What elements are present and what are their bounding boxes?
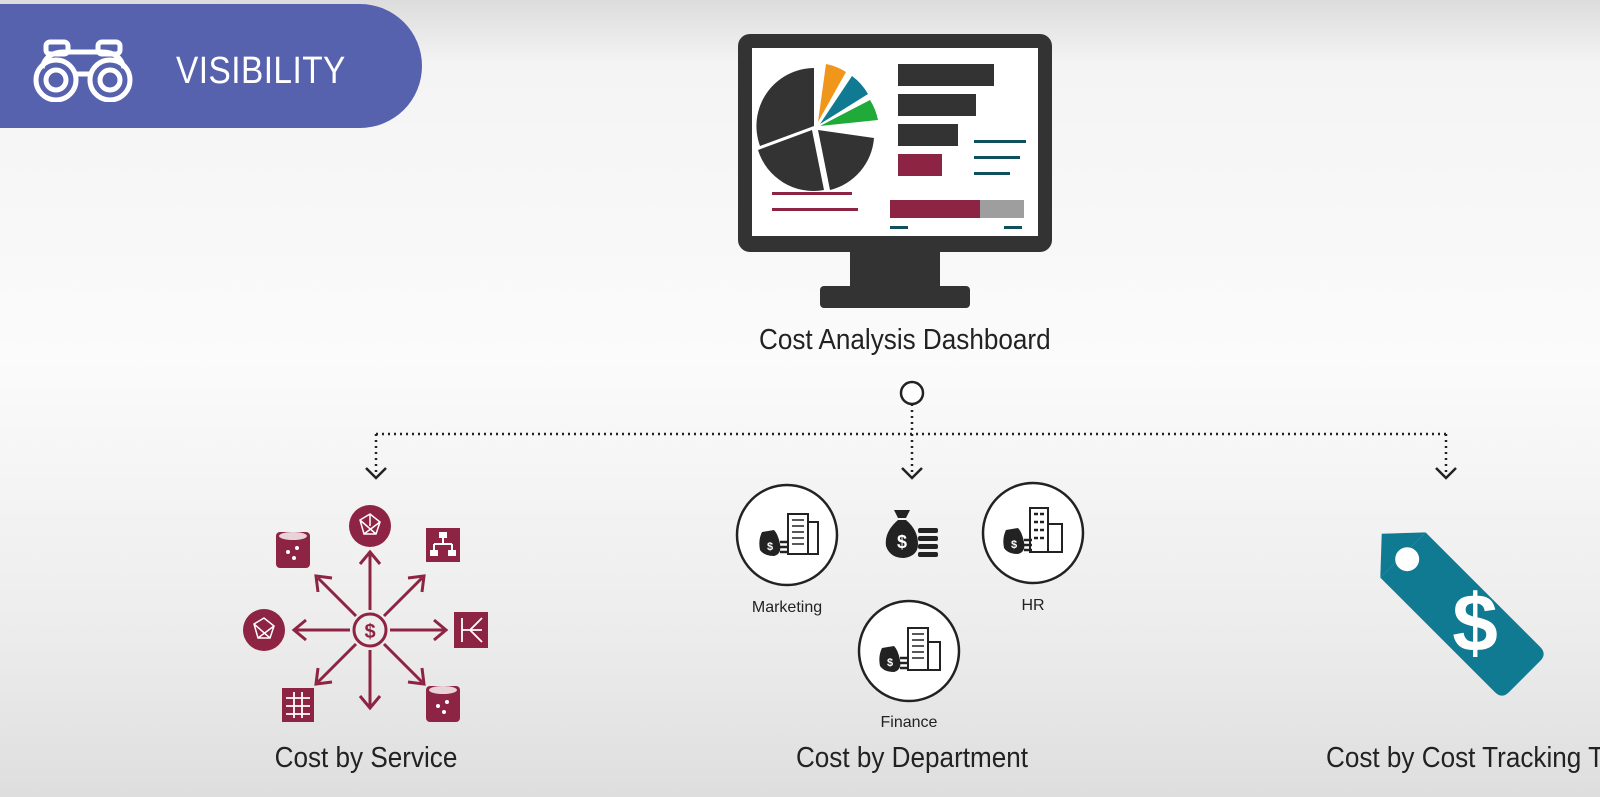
monitor-dashboard-icon (738, 34, 1052, 308)
section-banner: VISIBILITY (0, 4, 422, 128)
department-marketing-icon: $ (735, 483, 839, 587)
banner-title: VISIBILITY (176, 50, 346, 92)
tag-label: Cost by Cost Tracking Tag (1326, 742, 1600, 774)
department-finance-label: Finance (880, 714, 938, 731)
svg-text:$: $ (364, 621, 375, 643)
svg-text:$: $ (1452, 578, 1498, 669)
department-label: Cost by Department (795, 742, 1029, 774)
department-finance-icon: $ (857, 599, 961, 703)
svg-text:$: $ (1011, 539, 1017, 551)
department-hr-label: HR (1021, 597, 1045, 614)
svg-text:$: $ (897, 532, 907, 552)
price-tag-dollar-icon: $ (1380, 532, 1544, 696)
department-marketing-label: Marketing (751, 599, 823, 616)
department-hr-icon: $ (981, 481, 1085, 585)
binoculars-icon (33, 39, 133, 102)
connector-node (899, 380, 925, 406)
dashboard-label: Cost Analysis Dashboard (759, 324, 1051, 356)
service-label: Cost by Service (274, 742, 458, 774)
svg-text:$: $ (767, 541, 773, 553)
svg-text:$: $ (887, 657, 893, 669)
money-bag-icon: $ (885, 510, 938, 558)
service-network-icon: $ (243, 505, 488, 722)
